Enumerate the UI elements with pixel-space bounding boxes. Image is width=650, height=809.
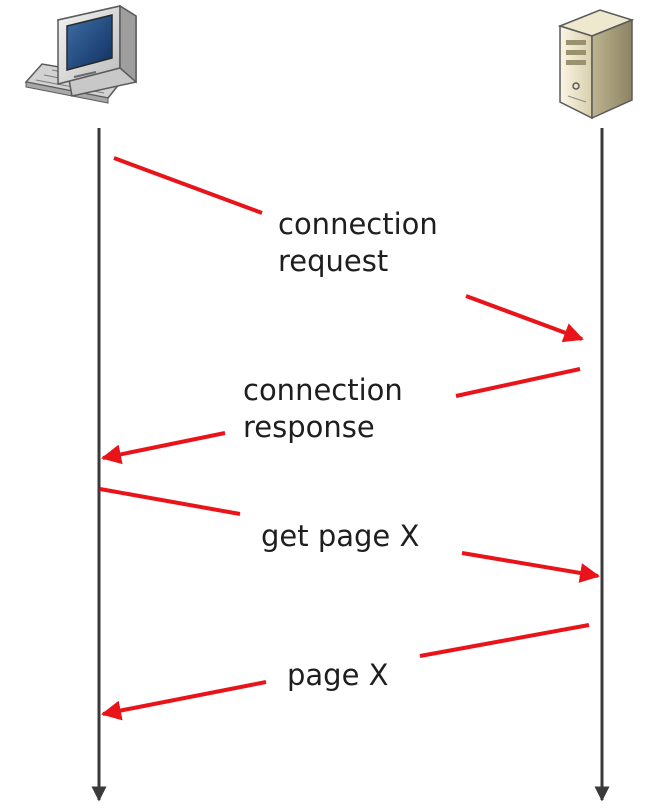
desktop-computer-icon <box>24 4 137 104</box>
message-label-2: connection response <box>243 372 403 446</box>
message-label-4: page X <box>287 657 389 694</box>
message-label-2-line1: connection <box>243 373 403 407</box>
message-arrow-2 <box>101 367 581 465</box>
message-label-2-line2: response <box>243 410 375 444</box>
message-arrow-4 <box>101 623 590 721</box>
server-tower-icon <box>557 9 635 120</box>
message-label-3: get page X <box>261 518 419 555</box>
message-label-1-line1: connection <box>278 207 438 241</box>
message-label-4-line1: page X <box>287 658 389 692</box>
message-label-1: connection request <box>278 206 438 280</box>
message-arrow-1 <box>113 156 584 343</box>
message-arrow-3 <box>99 487 600 583</box>
message-label-1-line2: request <box>278 244 389 278</box>
message-label-3-line1: get page X <box>261 519 420 553</box>
